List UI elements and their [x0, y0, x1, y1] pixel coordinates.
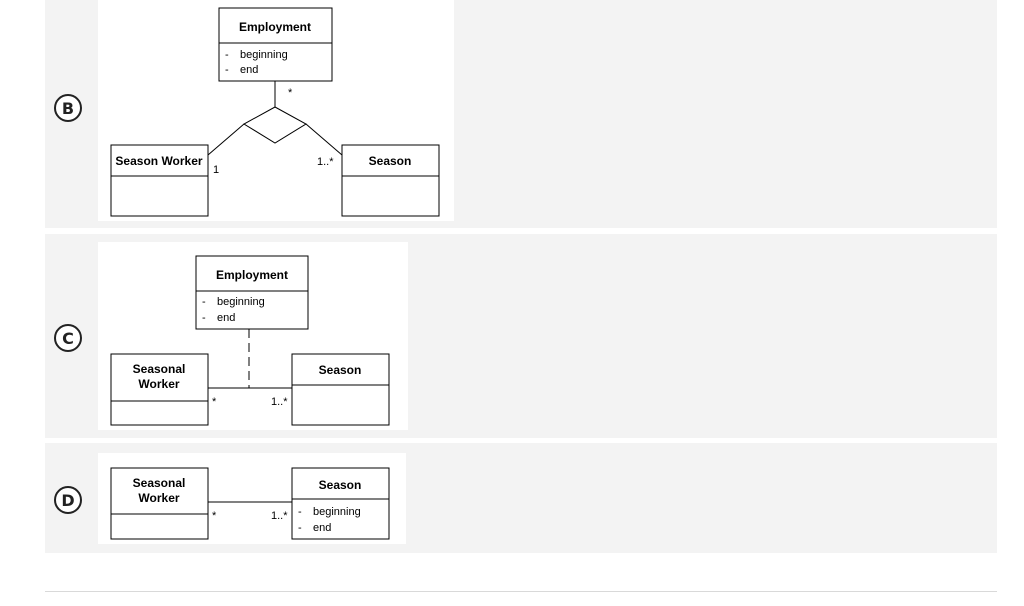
attribute-marker: -: [202, 312, 206, 324]
answer-option-b[interactable]: B Employment - beginning - end *: [45, 0, 997, 228]
season-worker-class-name: Season Worker: [115, 154, 202, 168]
season-class-box: Season: [291, 353, 390, 426]
multiplicity-left: 1: [213, 164, 219, 176]
multiplicity-left: *: [212, 396, 217, 408]
attribute-beginning: beginning: [313, 506, 361, 518]
attribute-beginning: beginning: [240, 49, 288, 61]
season-class-name: Season: [319, 363, 362, 377]
attribute-marker: -: [298, 506, 302, 518]
employment-class-name: Employment: [216, 268, 288, 282]
attribute-marker: -: [225, 64, 229, 76]
employment-class-box: Employment - beginning - end: [195, 255, 309, 330]
option-b-radio[interactable]: B: [54, 94, 82, 122]
uml-diagram-c: Employment - beginning - end Seasonal Wo…: [98, 242, 408, 430]
association-line-left: [207, 123, 245, 156]
attribute-marker: -: [225, 49, 229, 61]
seasonal-worker-name-line1: Seasonal: [133, 362, 186, 376]
uml-diagram-d: Seasonal Worker * Season - beginning - e…: [98, 453, 406, 544]
season-worker-class-box: Season Worker: [110, 144, 209, 217]
option-d-radio[interactable]: D: [54, 486, 82, 514]
multiplicity-left: *: [212, 510, 217, 522]
attribute-end: end: [217, 312, 235, 324]
season-class-name: Season: [319, 478, 362, 492]
answer-option-c[interactable]: C Employment - beginning - end Seasonal: [45, 234, 997, 438]
season-class-box: Season: [341, 144, 440, 217]
seasonal-worker-class-box: Seasonal Worker: [110, 353, 209, 426]
bottom-divider: [45, 591, 997, 592]
season-class-box: Season - beginning - end: [291, 467, 390, 540]
attribute-beginning: beginning: [217, 296, 265, 308]
seasonal-worker-name-line2: Worker: [138, 491, 179, 505]
option-c-radio[interactable]: C: [54, 324, 82, 352]
employment-class-name: Employment: [239, 20, 311, 34]
seasonal-worker-name-line2: Worker: [138, 377, 179, 391]
multiplicity-right: 1..*: [271, 396, 288, 408]
multiplicity-top: *: [288, 87, 293, 99]
season-class-name: Season: [369, 154, 412, 168]
multiplicity-right: 1..*: [317, 156, 334, 168]
attribute-marker: -: [202, 296, 206, 308]
uml-diagram-c-svg: Employment - beginning - end Seasonal Wo…: [110, 255, 390, 426]
uml-diagram-b: Employment - beginning - end * Season Wo…: [98, 0, 454, 221]
attribute-marker: -: [298, 522, 302, 534]
association-line-right: [305, 123, 343, 156]
seasonal-worker-class-box: Seasonal Worker: [110, 467, 209, 540]
multiplicity-right: 1..*: [271, 510, 288, 522]
association-diamond: [243, 106, 307, 144]
attribute-end: end: [240, 64, 258, 76]
uml-diagram-b-svg: Employment - beginning - end * Season Wo…: [110, 7, 440, 217]
seasonal-worker-name-line1: Seasonal: [133, 476, 186, 490]
employment-class-box: Employment - beginning - end: [218, 7, 333, 82]
attribute-end: end: [313, 522, 331, 534]
answer-option-d[interactable]: D Seasonal Worker * Season - beginning -…: [45, 443, 997, 553]
uml-diagram-d-svg: Seasonal Worker * Season - beginning - e…: [110, 467, 390, 540]
